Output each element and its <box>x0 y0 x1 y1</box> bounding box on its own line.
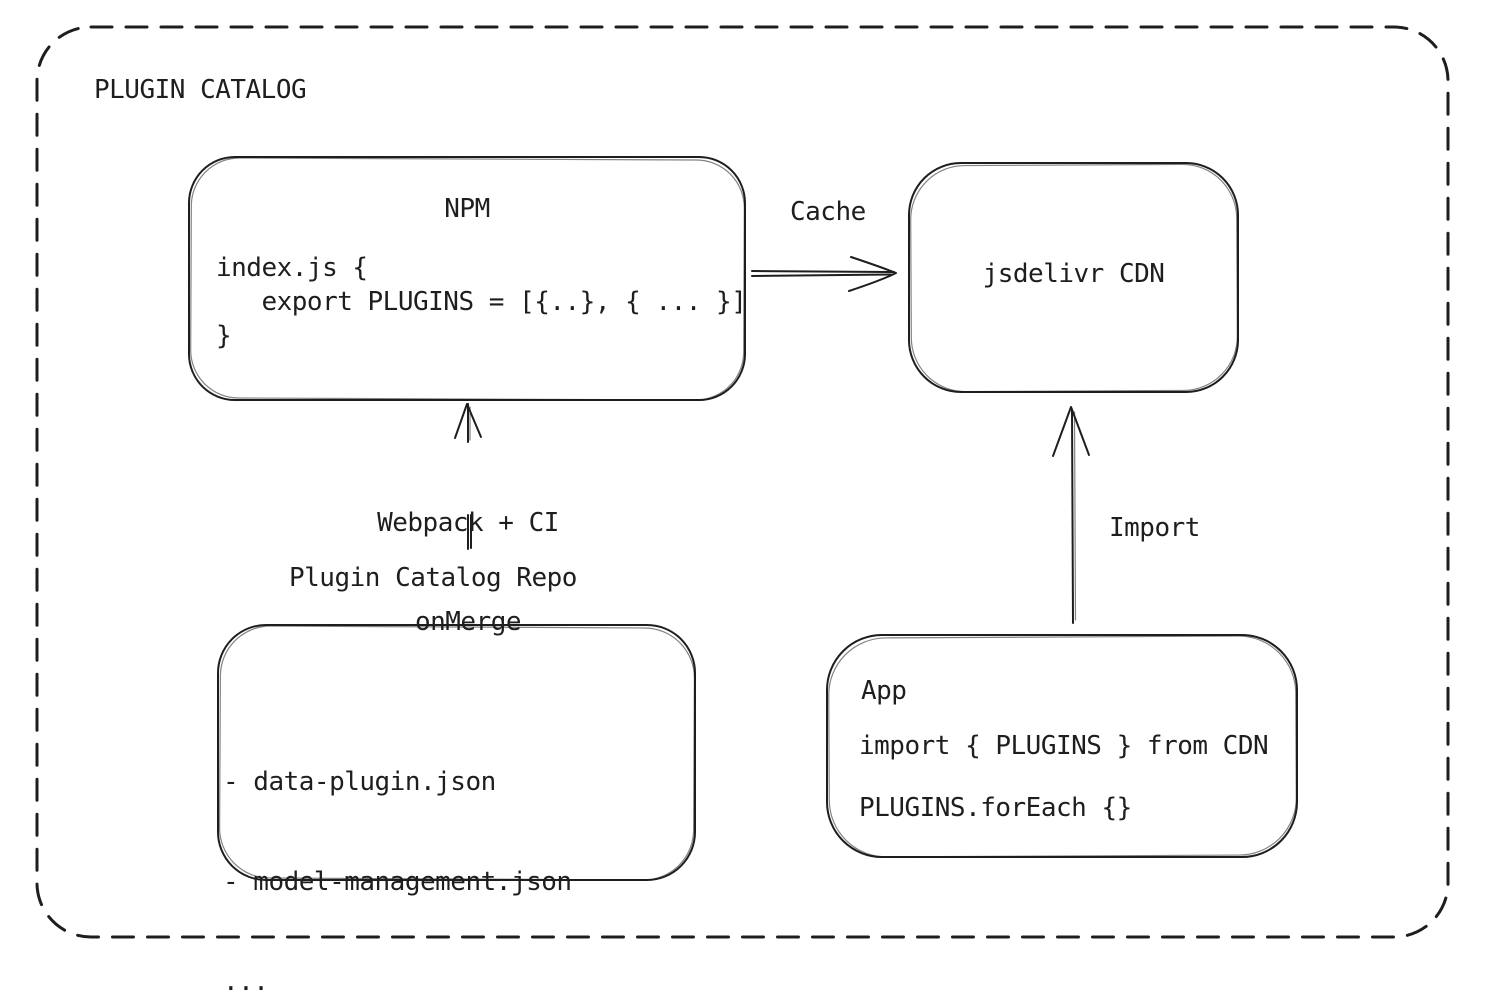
cdn-box-outline <box>908 162 1239 393</box>
repo-file-item: ... <box>223 967 269 997</box>
app-node-title: App <box>861 676 907 706</box>
app-import-line: import { PLUGINS } from CDN <box>859 731 1269 761</box>
diagram-title: PLUGIN CATALOG <box>94 75 307 105</box>
webpack-arrow <box>454 403 482 550</box>
plugin-catalog-dashed-border <box>35 25 1450 939</box>
npm-box-outline-sketch <box>190 157 745 401</box>
repo-box-outline-sketch <box>218 625 695 881</box>
app-box-outline-sketch <box>828 635 1297 858</box>
npm-node-title: NPM <box>444 194 490 224</box>
repo-box-outline <box>217 624 696 881</box>
app-foreach-line: PLUGINS.forEach {} <box>859 793 1132 823</box>
repo-file-list: - data-plugin.json - model-management.js… <box>223 699 572 1002</box>
repo-file-item: - data-plugin.json <box>223 767 496 797</box>
import-edge-label: Import <box>1109 513 1200 543</box>
npm-code: index.js { export PLUGINS = [{..}, { ...… <box>216 253 747 351</box>
npm-box-outline <box>188 156 746 401</box>
cdn-box-outline-sketch <box>910 163 1238 393</box>
cache-edge-label: Cache <box>790 197 866 227</box>
webpack-edge-label-line2: onMerge <box>414 607 522 637</box>
webpack-edge-label: Webpack + CI onMerge <box>340 441 596 705</box>
webpack-edge-label-line1: Webpack + CI <box>377 508 559 538</box>
cache-arrow <box>751 256 897 292</box>
repo-node-label: Plugin Catalog Repo <box>289 563 577 593</box>
repo-file-item: - model-management.json <box>223 867 572 897</box>
import-arrow <box>1052 406 1090 624</box>
app-box-outline <box>826 634 1298 858</box>
cdn-node-label: jsdelivr CDN <box>982 259 1165 289</box>
